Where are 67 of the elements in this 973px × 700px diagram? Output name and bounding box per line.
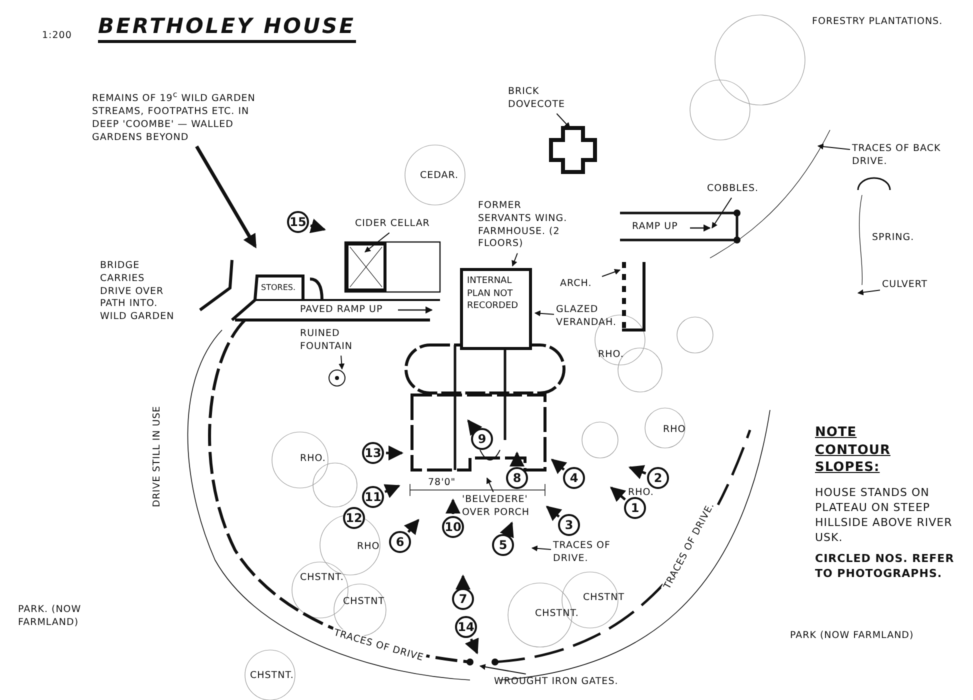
- annotation-text: BRICK DOVECOTE: [508, 86, 578, 112]
- annotation-text: 78'0": [428, 477, 456, 490]
- note-heading: NOTE CONTOUR SLOPES:: [815, 424, 892, 477]
- annotation-text: RAMP UP: [632, 221, 678, 234]
- leader-line: [479, 664, 526, 674]
- annotation-text: PAVED RAMP UP: [300, 304, 383, 317]
- leader-line: [817, 144, 850, 150]
- scale-text: 1:200: [42, 30, 73, 43]
- annotation-text: PARK. (NOW FARMLAND): [18, 604, 82, 630]
- annotation-text: RHO.: [598, 349, 625, 362]
- annotation-text: FORMER SERVANTS WING. FARMHOUSE. (2 FLOORS): [478, 200, 578, 252]
- annotation-text: 'BELVEDERE' OVER PORCH: [462, 494, 538, 520]
- leader-line: [556, 113, 570, 128]
- leader-line: [602, 269, 621, 277]
- photo-number-circle: 8: [506, 467, 528, 489]
- building-outline: INTERNAL PLAN NOT RECORDED: [460, 268, 532, 350]
- annotation-text: PARK (NOW FARMLAND): [790, 630, 915, 643]
- leader-line: [512, 252, 518, 267]
- annotation-text: COBBLES.: [707, 183, 767, 196]
- annotation-text: TRACES OF BACK DRIVE.: [852, 143, 962, 169]
- annotation-text: CEDAR.: [420, 170, 460, 183]
- photo-number-circle: 5: [492, 534, 514, 556]
- annotation-text: TRACES OF DRIVE.: [553, 540, 633, 566]
- annotation-text: RUINED FOUNTAIN: [300, 328, 380, 354]
- annotation-text: RHO.: [300, 453, 327, 466]
- title: BERTHOLEY HOUSE: [98, 12, 356, 44]
- annotation-text: CHSTNT: [583, 592, 626, 605]
- leader-line: [195, 146, 256, 248]
- annotation-text: HOUSE STANDS ON PLATEAU ON STEEP HILLSIDE ABOVE RIVER USK.: [815, 486, 954, 546]
- photo-number-circle: 10: [442, 516, 464, 538]
- annotation-text: STORES.: [261, 283, 296, 294]
- leader-line: [531, 545, 552, 552]
- photo-number-circle: 3: [558, 514, 580, 536]
- annotation-text: WROUGHT IRON GATES.: [494, 676, 654, 689]
- annotation-text: ARCH.: [560, 278, 600, 291]
- photo-number-circle: 15: [287, 211, 309, 233]
- annotation-text: CHSTNT.: [250, 670, 295, 683]
- annotation-text: RHO.: [628, 487, 655, 500]
- leader-line: [338, 355, 345, 370]
- annotation-text: FORESTRY PLANTATIONS.: [812, 16, 944, 29]
- photo-number-circle: 7: [452, 588, 474, 610]
- annotation-text: RHO: [663, 424, 687, 437]
- annotation-text: CIRCLED NOS. REFER TO PHOTOGRAPHS.: [815, 552, 956, 582]
- annotation-text: CHSTNT.: [535, 608, 580, 621]
- photo-number-circle: 6: [389, 531, 411, 553]
- leader-line: [857, 289, 880, 296]
- photo-number-circle: 9: [471, 428, 493, 450]
- photo-number-circle: 13: [362, 442, 384, 464]
- annotation-text: CHSTNT.: [300, 572, 345, 585]
- photo-number-circle: 1: [624, 497, 646, 519]
- annotation-text: REMAINS OF 19$^{c}$ WILD GARDEN STREAMS, FOOTPATHS ETC. IN DEEP 'COOMBE' — WALLED GARDENS BEYOND: [92, 90, 267, 144]
- annotation-text: SPRING.: [872, 232, 916, 245]
- leader-line: [712, 197, 732, 228]
- leader-line: [486, 477, 494, 492]
- photo-number-circle: 4: [563, 467, 585, 489]
- photo-number-circle: 11: [362, 486, 384, 508]
- photo-number-circle: 14: [455, 616, 477, 638]
- annotation-text: BRIDGE CARRIES DRIVE OVER PATH INTO. WILD GARDEN: [100, 260, 176, 324]
- annotation-text: GLAZED VERANDAH.: [556, 304, 624, 330]
- annotation-text: CHSTNT: [343, 596, 386, 609]
- annotation-text: CIDER CELLAR: [355, 218, 445, 231]
- leader-line: [364, 232, 390, 252]
- annotation-text: RHO: [357, 541, 381, 554]
- annotation-text: CULVERT: [882, 279, 952, 292]
- photo-number-circle: 12: [343, 507, 365, 529]
- photo-number-circle: 2: [647, 467, 669, 489]
- leader-line: [534, 310, 554, 316]
